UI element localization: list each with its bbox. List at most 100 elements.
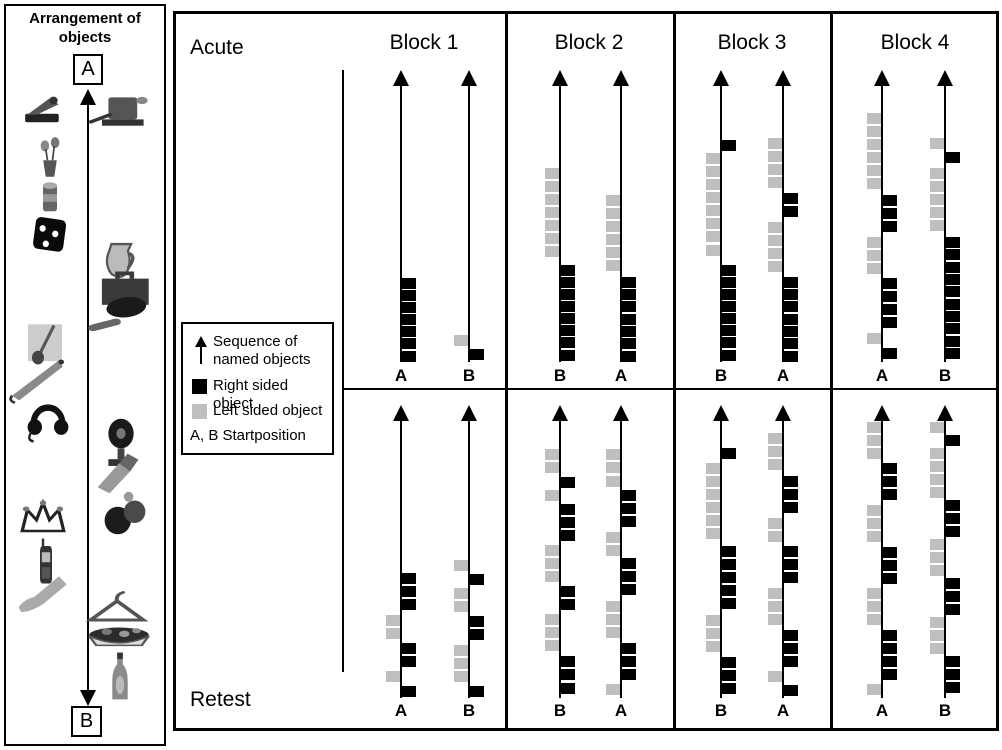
start-position-label: B	[714, 701, 728, 720]
start-position-label: A	[875, 366, 889, 385]
marker-right-sided	[784, 502, 798, 513]
arm-icon	[16, 566, 68, 612]
block-divider	[673, 11, 676, 731]
marker-right-sided	[622, 584, 636, 595]
marker-right-sided	[622, 656, 636, 667]
marker-right-sided	[561, 683, 575, 694]
marker-left-sided	[867, 684, 881, 695]
marker-right-sided	[784, 289, 798, 300]
marker-right-sided	[561, 530, 575, 541]
start-box-a-label: A	[81, 58, 95, 80]
sequence-arrow-head	[937, 70, 953, 86]
marker-left-sided	[768, 531, 782, 542]
marker-left-sided	[930, 448, 944, 459]
marker-left-sided	[606, 260, 620, 271]
marker-left-sided	[706, 476, 720, 487]
marker-left-sided	[867, 139, 881, 150]
block-header: Block 1	[389, 31, 459, 54]
marker-right-sided	[784, 489, 798, 500]
marker-right-sided	[402, 338, 416, 349]
marker-right-sided	[883, 560, 897, 571]
marker-right-sided	[722, 546, 736, 557]
marker-left-sided	[930, 138, 944, 149]
headphones-icon	[24, 392, 72, 444]
marker-right-sided	[561, 656, 575, 667]
sequence-arrow-head	[461, 70, 477, 86]
marker-left-sided	[606, 234, 620, 245]
marker-left-sided	[768, 671, 782, 682]
sequence-arrow-head	[552, 405, 568, 421]
marker-right-sided	[946, 656, 960, 667]
marker-left-sided	[606, 476, 620, 487]
marker-left-sided	[867, 237, 881, 248]
sequence-arrow-line	[720, 84, 722, 362]
sequence-arrow-line	[559, 84, 561, 362]
start-position-label: B	[938, 701, 952, 720]
marker-right-sided	[622, 558, 636, 569]
block-header: Block 2	[554, 31, 624, 54]
sequence-arrow-line	[620, 419, 622, 698]
legend-right-label: Right sided object	[213, 377, 289, 412]
marker-right-sided	[784, 572, 798, 583]
marker-right-sided	[883, 630, 897, 641]
marker-left-sided	[606, 545, 620, 556]
marker-right-sided	[561, 301, 575, 312]
marker-right-sided	[402, 586, 416, 597]
marker-left-sided	[545, 462, 559, 473]
marker-right-sided	[561, 586, 575, 597]
marker-left-sided	[930, 168, 944, 179]
marker-right-sided	[784, 656, 798, 667]
legend-box: Sequence of named objects Right sided ob…	[181, 322, 334, 455]
sequence-arrow-head	[775, 70, 791, 86]
marker-right-sided	[883, 656, 897, 667]
marker-left-sided	[545, 194, 559, 205]
marker-right-sided	[883, 476, 897, 487]
arrangement-arrow-line	[87, 103, 89, 692]
racket-icon	[86, 293, 148, 337]
acute-retest-divider	[342, 388, 998, 390]
marker-left-sided	[867, 113, 881, 124]
sequence-arrow-head	[713, 70, 729, 86]
marker-right-sided	[722, 657, 736, 668]
marker-right-sided	[946, 299, 960, 310]
marker-right-sided	[946, 286, 960, 297]
marker-right-sided	[722, 289, 736, 300]
marker-left-sided	[930, 181, 944, 192]
marker-left-sided	[706, 179, 720, 190]
marker-right-sided	[402, 314, 416, 325]
marker-right-sided	[722, 670, 736, 681]
marker-right-sided	[722, 277, 736, 288]
marker-left-sided	[867, 126, 881, 137]
flower-pot-icon	[33, 136, 67, 180]
marker-left-sided	[545, 181, 559, 192]
sequence-arrow-head	[552, 70, 568, 86]
hand-brush-icon	[94, 450, 142, 498]
marker-right-sided	[883, 291, 897, 302]
sequence-arrow-icon	[195, 336, 209, 364]
marker-left-sided	[706, 628, 720, 639]
start-box-b-label: B	[79, 710, 94, 732]
marker-right-sided	[784, 630, 798, 641]
marker-right-sided	[722, 337, 736, 348]
sequence-arrow-line	[720, 419, 722, 698]
marker-right-sided	[470, 629, 484, 640]
marker-left-sided	[606, 684, 620, 695]
marker-left-sided	[545, 246, 559, 257]
block-divider	[830, 11, 833, 731]
block-divider	[505, 11, 508, 731]
marker-right-sided	[883, 547, 897, 558]
start-position-label: B	[553, 701, 567, 720]
sequence-arrow-line	[944, 419, 946, 698]
marker-right-sided	[946, 526, 960, 537]
crown-icon	[17, 498, 69, 538]
marker-right-sided	[883, 669, 897, 680]
marker-right-sided	[883, 221, 897, 232]
marker-right-sided	[561, 504, 575, 515]
marker-right-sided	[722, 313, 736, 324]
marker-right-sided	[883, 573, 897, 584]
start-position-label: A	[614, 701, 628, 720]
sequence-arrow-head	[874, 405, 890, 421]
marker-left-sided	[768, 248, 782, 259]
start-position-label: A	[776, 701, 790, 720]
marker-right-sided	[561, 350, 575, 361]
